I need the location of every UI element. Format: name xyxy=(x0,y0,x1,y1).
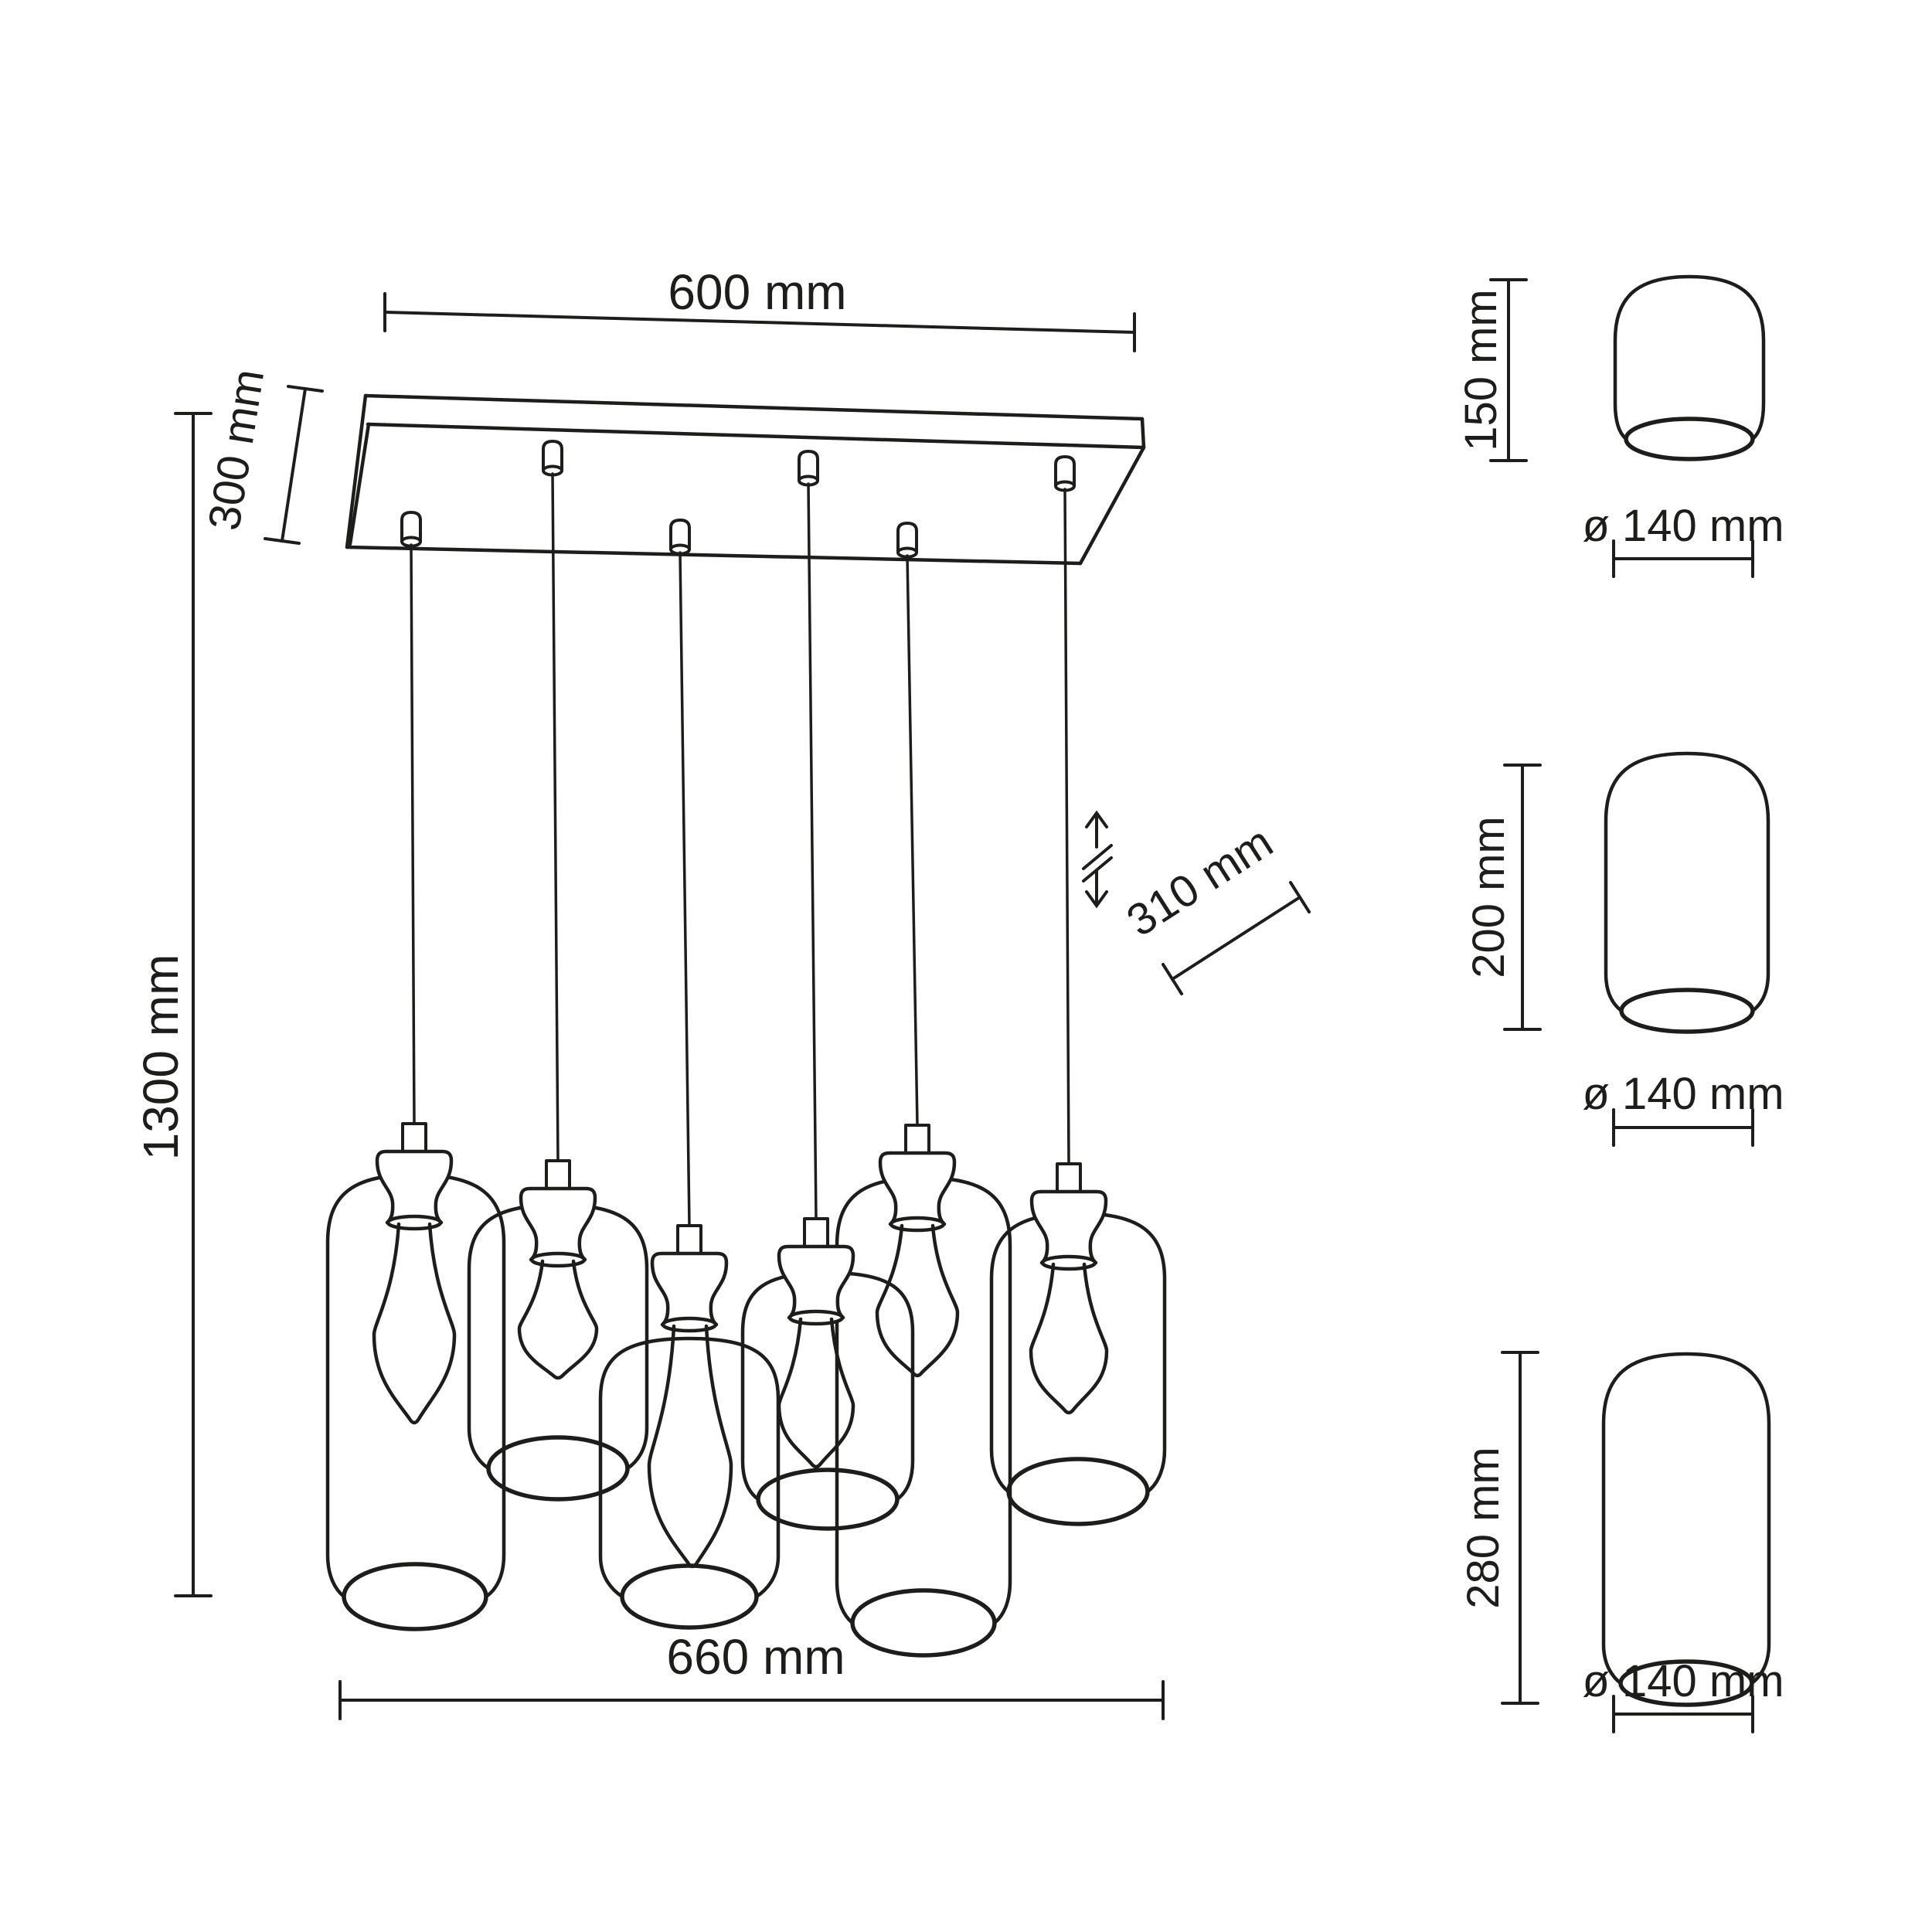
canopy-top-edge xyxy=(363,393,1145,421)
lamp-socket xyxy=(1032,1192,1106,1269)
pendant-6 xyxy=(1029,1162,1109,1415)
pendant-3 xyxy=(647,1224,733,1569)
canopy-bottom-edge xyxy=(345,545,1083,566)
dim-cluster-width: 660 mm xyxy=(338,1629,1165,1720)
canopy xyxy=(345,393,1146,566)
dim-overall-height: 1300 mm xyxy=(133,412,213,1597)
cord-connector xyxy=(676,1224,702,1255)
dimension-label: 300 mm xyxy=(199,366,274,533)
shade-outline xyxy=(1613,274,1766,461)
canopy-left-edge-inner xyxy=(348,422,371,546)
lamp-socket xyxy=(779,1247,853,1324)
dimension-label: 660 mm xyxy=(666,1629,845,1685)
cord-grip xyxy=(1054,455,1076,492)
height-dimension: 150 mm xyxy=(1456,278,1528,462)
dimension-label: 1300 mm xyxy=(133,954,189,1161)
height-dimension: 200 mm xyxy=(1464,764,1542,1031)
cord-grip xyxy=(798,450,819,487)
height-adjust-arrow-icon xyxy=(1082,810,1113,909)
dimension-label: 280 mm xyxy=(1458,1447,1509,1609)
cord-grip xyxy=(896,522,918,559)
lamp-socket xyxy=(377,1151,451,1229)
shade-3 xyxy=(598,1336,781,1630)
shade-detail-280: 280 mm ø 140 mm xyxy=(1458,1351,1784,1733)
diameter-dimension: ø 140 mm xyxy=(1582,501,1784,578)
filament-bulb xyxy=(875,1223,960,1378)
filament-bulb xyxy=(372,1222,457,1425)
pendant-5 xyxy=(875,1124,960,1378)
filament-bulb xyxy=(517,1259,599,1380)
dimension-label: 310 mm xyxy=(1118,817,1281,947)
dimension-label: 600 mm xyxy=(668,264,846,320)
filament-bulb xyxy=(1029,1262,1109,1415)
canopy-right-cap xyxy=(1140,417,1146,450)
pendant-4 xyxy=(777,1217,855,1469)
pendant-2 xyxy=(517,1159,599,1380)
shade-detail-150: 150 mm ø 140 mm xyxy=(1456,274,1784,578)
sockets-and-bulbs xyxy=(372,1122,1109,1569)
dimension-label: 200 mm xyxy=(1464,816,1514,978)
filament-bulb xyxy=(777,1317,855,1469)
cord xyxy=(1063,488,1070,1165)
shade-outline xyxy=(1601,1352,1771,1707)
dim-canopy-width: 600 mm xyxy=(383,264,1136,352)
diameter-dimension: ø 140 mm xyxy=(1582,1069,1784,1147)
cord-grip xyxy=(669,519,691,556)
height-dimension: 280 mm xyxy=(1458,1351,1539,1705)
filament-bulb xyxy=(647,1324,733,1569)
shade-detail-200: 200 mm ø 140 mm xyxy=(1464,751,1784,1147)
cord xyxy=(679,551,691,1227)
cord-grip xyxy=(400,511,422,548)
glass-shades xyxy=(325,1172,1167,1658)
cord-connector xyxy=(401,1122,427,1153)
dimension-label: ø 140 mm xyxy=(1582,1656,1784,1706)
diameter-dimension: ø 140 mm xyxy=(1582,1656,1784,1733)
canopy-left-edge-outer xyxy=(345,393,368,549)
lamp-socket xyxy=(880,1153,954,1230)
canopy-right-edge xyxy=(1078,445,1146,566)
dim-cord-length: 310 mm xyxy=(1118,817,1311,995)
lamp-socket xyxy=(521,1189,595,1266)
cord-connector xyxy=(904,1124,930,1155)
shade-1 xyxy=(325,1172,506,1631)
lamp-socket xyxy=(652,1253,726,1331)
cord-connector xyxy=(1056,1162,1082,1193)
dimension-label: 150 mm xyxy=(1456,289,1506,451)
cord-connector xyxy=(545,1159,571,1190)
cord xyxy=(551,472,560,1162)
dim-canopy-depth: 300 mm xyxy=(199,366,324,545)
pendant-1 xyxy=(372,1122,457,1425)
cord xyxy=(807,482,818,1220)
shade-5 xyxy=(835,1175,1012,1658)
cord xyxy=(906,554,919,1127)
dimension-label: ø 140 mm xyxy=(1582,1069,1784,1119)
dimension-label: ø 140 mm xyxy=(1582,501,1784,551)
cord xyxy=(410,543,416,1125)
canopy-front-top-edge xyxy=(366,422,1146,450)
cords xyxy=(410,472,1070,1227)
cord-connector xyxy=(803,1217,829,1248)
cord-grip xyxy=(542,440,563,477)
shade-outline xyxy=(1604,751,1770,1034)
